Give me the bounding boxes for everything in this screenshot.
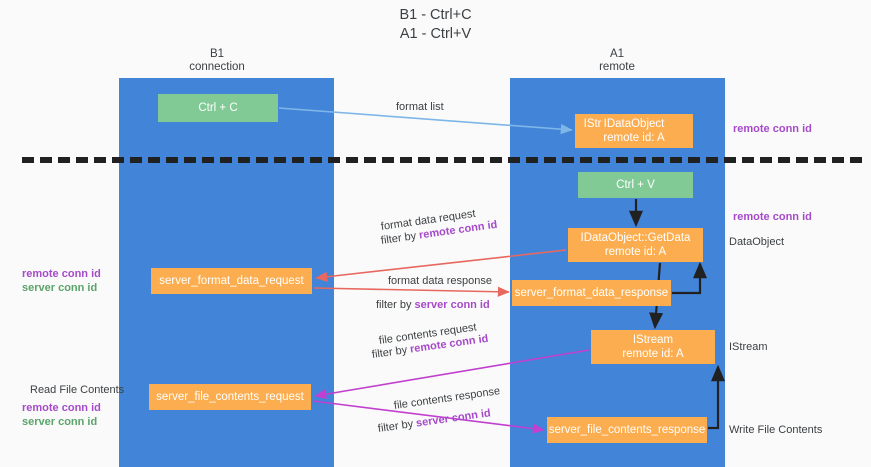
node-server-format-data-request-label: server_format_data_request <box>159 275 304 287</box>
filter-prefix: filter by <box>376 299 415 311</box>
node-ctrl-c-label: Ctrl + C <box>198 102 238 114</box>
node-server-format-data-request[interactable]: server_format_data_request <box>151 268 312 294</box>
arrow-label-format-data-response: format data response <box>388 275 492 287</box>
section-divider <box>22 157 862 163</box>
annotation-remote-conn-id-b: remote conn id <box>22 402 101 414</box>
node-idataobject-label-stack: IDataObject IStr <box>584 117 665 131</box>
filter-prefix: filter by <box>377 417 417 435</box>
node-idataobject-label: IDataObject <box>603 118 665 130</box>
filter-key-server-conn-id: server conn id <box>414 299 490 311</box>
filter-prefix: filter by <box>371 343 411 361</box>
node-idataobject[interactable]: IDataObject IStr remote id: A <box>575 114 693 148</box>
node-istream[interactable]: IStream remote id: A <box>591 330 715 364</box>
node-server-file-contents-response[interactable]: server_file_contents_response <box>547 417 707 443</box>
page-title: B1 - Ctrl+C A1 - Ctrl+V <box>0 6 871 44</box>
annotation-left-conn-ids-a: remote conn id server conn id <box>22 268 101 295</box>
annotation-left-conn-ids-b: remote conn id server conn id <box>22 402 101 429</box>
arrow-label-format-data-response-filter: filter by server conn id <box>376 298 490 312</box>
node-server-format-data-response-label: server_format_data_response <box>514 287 669 299</box>
column-a1-name: A1 <box>609 48 625 60</box>
arrow-label-format-list: format list <box>396 101 444 113</box>
column-b1-name: B1 <box>209 48 225 60</box>
filter-prefix: filter by <box>380 229 420 247</box>
title-line-2: A1 - Ctrl+V <box>399 26 472 42</box>
annotation-istream: IStream <box>729 341 768 353</box>
title-line-1: B1 - Ctrl+C <box>399 7 472 23</box>
node-idataobject-overlay-glyph: IStr <box>583 118 602 130</box>
filter-key-server-conn-id: server conn id <box>415 407 492 430</box>
node-server-file-contents-response-label: server_file_contents_response <box>548 424 706 436</box>
column-b1-role: connection <box>189 61 245 73</box>
node-ctrl-c[interactable]: Ctrl + C <box>158 94 278 122</box>
node-idataobject-sub: remote id: A <box>603 132 665 144</box>
annotation-dataobject: DataObject <box>729 236 785 248</box>
node-server-file-contents-request[interactable]: server_file_contents_request <box>149 384 311 410</box>
annotation-write-file-contents: Write File Contents <box>729 424 823 436</box>
annotation-remote-conn-id-a: remote conn id <box>22 268 101 280</box>
annotation-server-conn-id-a: server conn id <box>22 281 98 294</box>
annotation-server-conn-id-b: server conn id <box>22 415 98 428</box>
annotation-remote-conn-id-mid: remote conn id <box>733 211 812 223</box>
node-server-format-data-response[interactable]: server_format_data_response <box>512 280 671 306</box>
column-caption-b1: B1 connection <box>152 48 282 74</box>
column-a1-role: remote <box>599 61 635 73</box>
node-ctrl-v-label: Ctrl + V <box>616 179 655 191</box>
node-server-file-contents-request-label: server_file_contents_request <box>156 391 304 403</box>
annotation-remote-conn-id-top: remote conn id <box>733 123 812 135</box>
node-ctrl-v[interactable]: Ctrl + V <box>578 172 693 198</box>
node-getdata-sub: remote id: A <box>604 246 667 258</box>
node-istream-sub: remote id: A <box>622 348 684 360</box>
node-istream-label: IStream <box>632 334 674 346</box>
annotation-read-file-contents: Read File Contents <box>30 384 125 396</box>
node-idataobject-getdata[interactable]: IDataObject::GetData remote id: A <box>568 228 703 262</box>
node-getdata-label: IDataObject::GetData <box>580 232 691 244</box>
column-caption-a1: A1 remote <box>552 48 682 74</box>
